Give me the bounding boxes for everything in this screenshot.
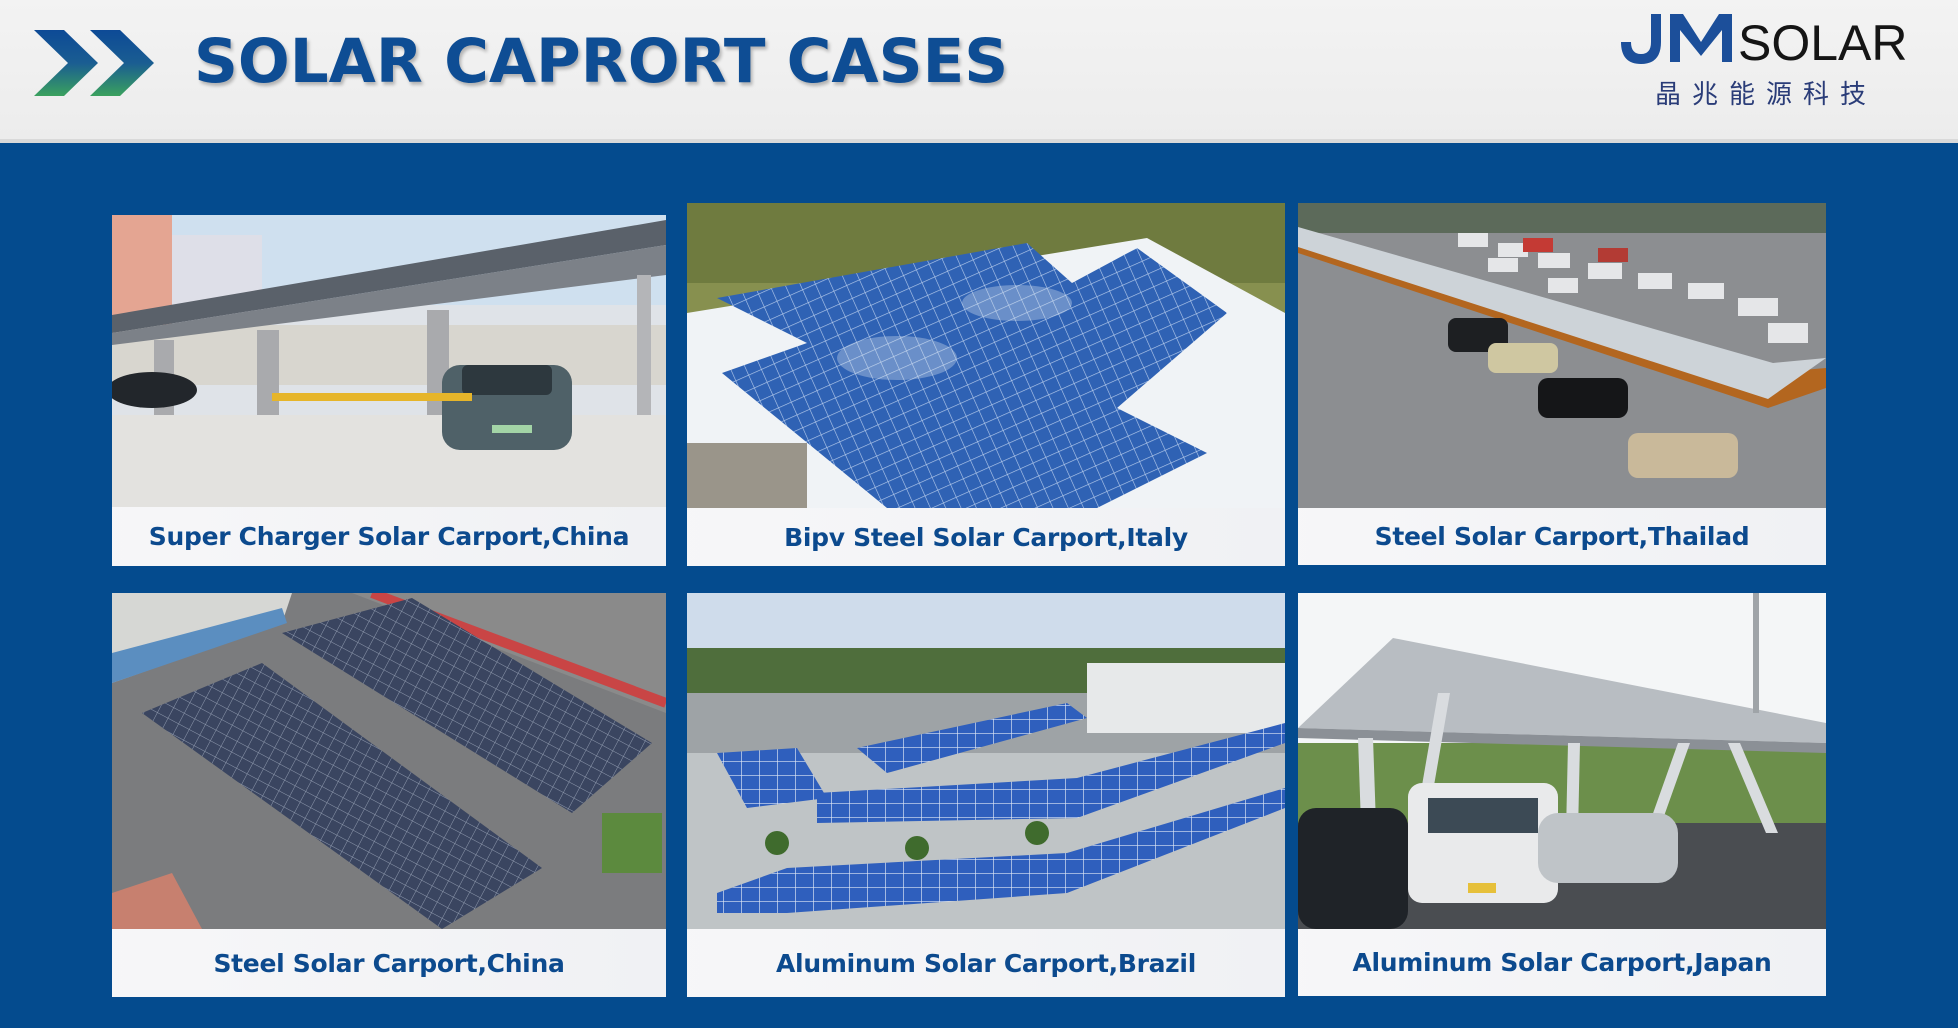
jm-logo-mark (1615, 12, 1735, 64)
case-caption: Steel Solar Carport,Thailad (1298, 508, 1826, 565)
case-caption: Aluminum Solar Carport,Brazil (687, 929, 1285, 997)
case-caption: Bipv Steel Solar Carport,Italy (687, 508, 1285, 566)
aerial-parking-carport-photo (112, 593, 666, 929)
case-card-aluminum-brazil[interactable]: Aluminum Solar Carport,Brazil (687, 593, 1285, 997)
case-card-steel-thailand[interactable]: Steel Solar Carport,Thailad (1298, 203, 1826, 565)
page-title: SOLAR CAPRORT CASES (194, 26, 1009, 97)
case-card-aluminum-japan[interactable]: Aluminum Solar Carport,Japan (1298, 593, 1826, 996)
header: SOLAR CAPRORT CASES SOLAR 晶兆能源科技 (0, 0, 1958, 143)
case-caption: Steel Solar Carport,China (112, 929, 666, 997)
case-card-bipv-steel-italy[interactable]: Bipv Steel Solar Carport,Italy (687, 203, 1285, 566)
company-logo: SOLAR 晶兆能源科技 (1615, 12, 1915, 112)
case-card-steel-china[interactable]: Steel Solar Carport,China (112, 593, 666, 997)
ev-charging-carport-photo (112, 215, 666, 507)
rooftop-bipv-panels-photo (687, 203, 1285, 508)
case-caption: Aluminum Solar Carport,Japan (1298, 929, 1826, 996)
logo-chinese-name: 晶兆能源科技 (1655, 80, 1878, 110)
case-caption: Super Charger Solar Carport,China (112, 507, 666, 566)
aluminum-carport-vehicles-photo (1298, 593, 1826, 929)
double-chevron-right-icon (34, 30, 168, 96)
logo-wordmark: SOLAR (1738, 15, 1908, 71)
steel-carport-parking-lot-photo (1298, 203, 1826, 508)
case-card-super-charger-china[interactable]: Super Charger Solar Carport,China (112, 215, 666, 566)
curved-aluminum-carport-photo (687, 593, 1285, 929)
